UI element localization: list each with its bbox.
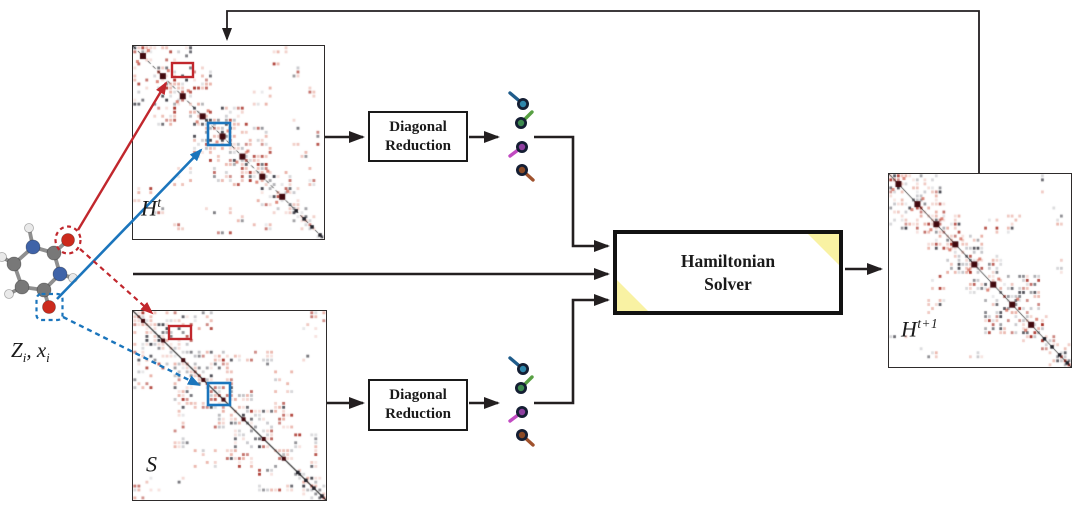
red-atom-highlight-circle xyxy=(54,225,82,255)
purple-vector-icon xyxy=(508,141,528,158)
diagonal-reduction-top-line2: Reduction xyxy=(385,137,451,154)
green-vector-icon xyxy=(515,375,534,394)
ht1-matrix-label: Ht+1 xyxy=(901,316,939,342)
hydrogen-atom xyxy=(24,223,34,233)
hamiltonian-solver-box: Hamiltonian Solver xyxy=(613,230,843,315)
molecule-input-label: Zi, xi xyxy=(11,338,50,366)
top-vectors-to-solver-arrow xyxy=(534,135,610,252)
overlap-matrix xyxy=(132,310,327,501)
green-vector-icon xyxy=(515,110,534,129)
carbon-atom xyxy=(36,282,52,298)
solver-corner-decoration xyxy=(808,234,839,265)
diagonal-reduction-bottom-line2: Reduction xyxy=(385,406,451,422)
blue-vector-icon xyxy=(508,356,529,375)
ht-matrix-label: Ht xyxy=(141,195,162,221)
s-matrix-label: S xyxy=(146,451,158,477)
diagonal-reduction-top-line1: Diagonal xyxy=(389,118,447,135)
brown-vector-icon xyxy=(516,429,535,447)
hydrogen-atom xyxy=(68,273,78,283)
red-dashed-arrow xyxy=(79,248,154,315)
brown-vector-icon xyxy=(516,164,535,182)
hamiltonian-next-matrix xyxy=(888,173,1072,368)
diagonal-reduction-box-top: Diagonal Reduction xyxy=(368,111,468,162)
purple-vector-icon xyxy=(508,406,528,423)
atom-feature-vector-clusters xyxy=(508,91,535,447)
blue-atom-highlight-box xyxy=(35,292,64,322)
solver-line2: Solver xyxy=(704,273,752,294)
blue-vector-icon xyxy=(508,91,529,110)
molecule-atoms xyxy=(0,223,78,314)
solver-corner-decoration xyxy=(617,280,648,311)
carbon-atom xyxy=(46,245,62,261)
carbon-atom xyxy=(6,256,22,272)
oxygen-atom xyxy=(42,300,56,314)
hydrogen-atom xyxy=(4,289,14,299)
carbon-atom xyxy=(14,279,30,295)
diagonal-reduction-bottom-line1: Diagonal xyxy=(389,387,447,404)
diagonal-reduction-box-bottom: Diagonal Reduction xyxy=(368,379,468,431)
hydrogen-atom xyxy=(0,252,7,262)
nitrogen-atom xyxy=(52,266,68,282)
nitrogen-atom xyxy=(25,239,41,255)
feedback-loop-arrow xyxy=(222,10,980,173)
molecule-bonds xyxy=(0,226,75,309)
bottom-vectors-to-solver-arrow xyxy=(534,294,610,405)
oxygen-atom xyxy=(61,233,75,247)
solver-line1: Hamiltonian xyxy=(680,250,776,271)
molecule xyxy=(0,223,82,322)
